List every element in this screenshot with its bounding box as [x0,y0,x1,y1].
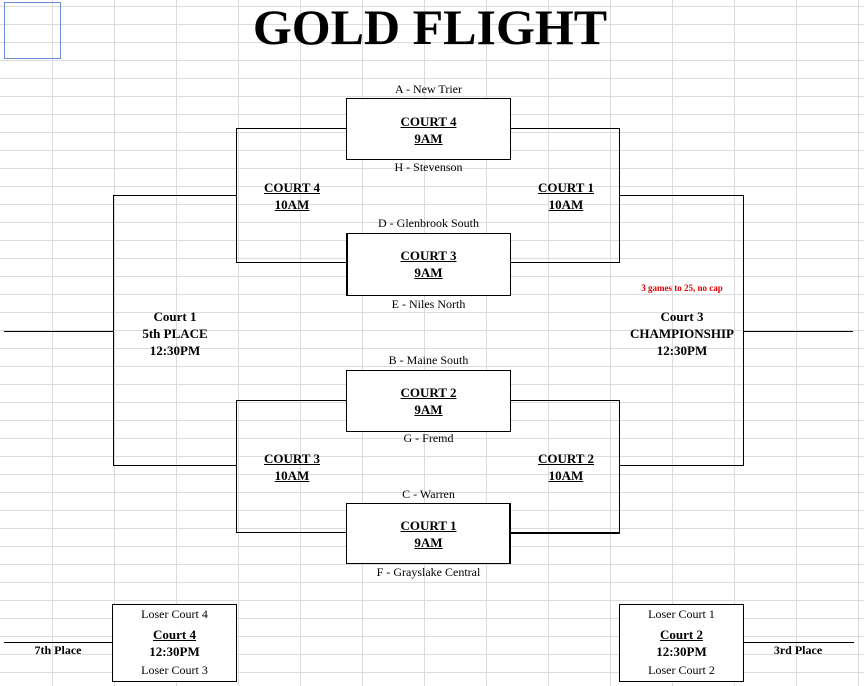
bracket-line [511,128,620,129]
match-box-r1-4 [346,503,511,564]
team-label: C - Warren [402,487,455,501]
match-court: COURT 2 [400,385,457,400]
bracket-line [511,532,620,534]
bracket-line [511,400,620,401]
bracket-line [511,262,620,263]
seventh-place-box [112,604,237,682]
third-place-box [619,604,744,682]
loser-label: Loser Court 3 [141,663,208,677]
selected-cell[interactable] [4,2,61,59]
fifth-place-court: Court 1 [153,309,197,324]
bracket-line [113,195,236,196]
championship-court: Court 3 [660,309,704,324]
bracket-line [236,400,346,401]
bracket-line [113,465,236,466]
bracket-line [619,465,744,466]
bracket-line [236,128,237,263]
seventh-place-label: 7th Place [34,643,82,657]
bracket-line [236,262,346,263]
match-time: 12:30PM [149,644,200,659]
championship-label: CHAMPIONSHIP [630,326,734,341]
match-court: COURT 1 [537,180,594,195]
bracket-line [744,642,854,643]
bracket-line [4,642,112,643]
match-time: 9AM [414,265,443,280]
page-title: GOLD FLIGHT [252,0,608,55]
match-court: COURT 3 [400,248,457,263]
team-label: G - Fremd [403,431,454,445]
match-time: 10AM [548,468,584,483]
match-time: 10AM [274,468,310,483]
loser-label: Loser Court 4 [141,607,208,621]
team-label: H - Stevenson [394,160,463,174]
bracket-line [619,195,744,196]
bracket-line [236,400,237,533]
match-time: 12:30PM [656,644,707,659]
bracket-line [113,195,114,466]
match-box-r1-1 [346,98,511,160]
match-court: COURT 2 [537,451,594,466]
match-box-r1-3 [346,370,511,432]
team-label: F - Grayslake Central [376,565,481,579]
match-time: 10AM [274,197,310,212]
loser-label: Loser Court 1 [648,607,715,621]
team-label: E - Niles North [391,297,466,311]
championship-time: 12:30PM [656,343,708,358]
fifth-place-label: 5th PLACE [142,326,208,341]
match-court: COURT 1 [400,518,457,533]
loser-label: Loser Court 2 [648,663,715,677]
match-court: Court 4 [153,627,196,642]
third-place-label: 3rd Place [773,643,823,657]
team-label: B - Maine South [388,353,469,367]
match-court: COURT 3 [263,451,320,466]
championship-note: 3 games to 25, no cap [641,283,723,293]
match-time: 9AM [414,402,443,417]
match-time: 10AM [548,197,584,212]
fifth-place-time: 12:30PM [149,343,201,358]
match-court: COURT 4 [263,180,320,195]
team-label: A - New Trier [394,82,462,96]
match-court: COURT 4 [400,114,457,129]
match-court: Court 2 [660,627,703,642]
bracket-line [743,331,853,332]
bracket-line [236,532,346,533]
bracket-line [4,331,113,332]
bracket-line [619,400,620,533]
bracket-line [236,128,346,129]
match-time: 9AM [414,131,443,146]
match-time: 9AM [414,535,443,550]
team-label: D - Glenbrook South [378,216,479,230]
match-box-r1-2 [346,233,511,296]
bracket-line [743,195,744,466]
